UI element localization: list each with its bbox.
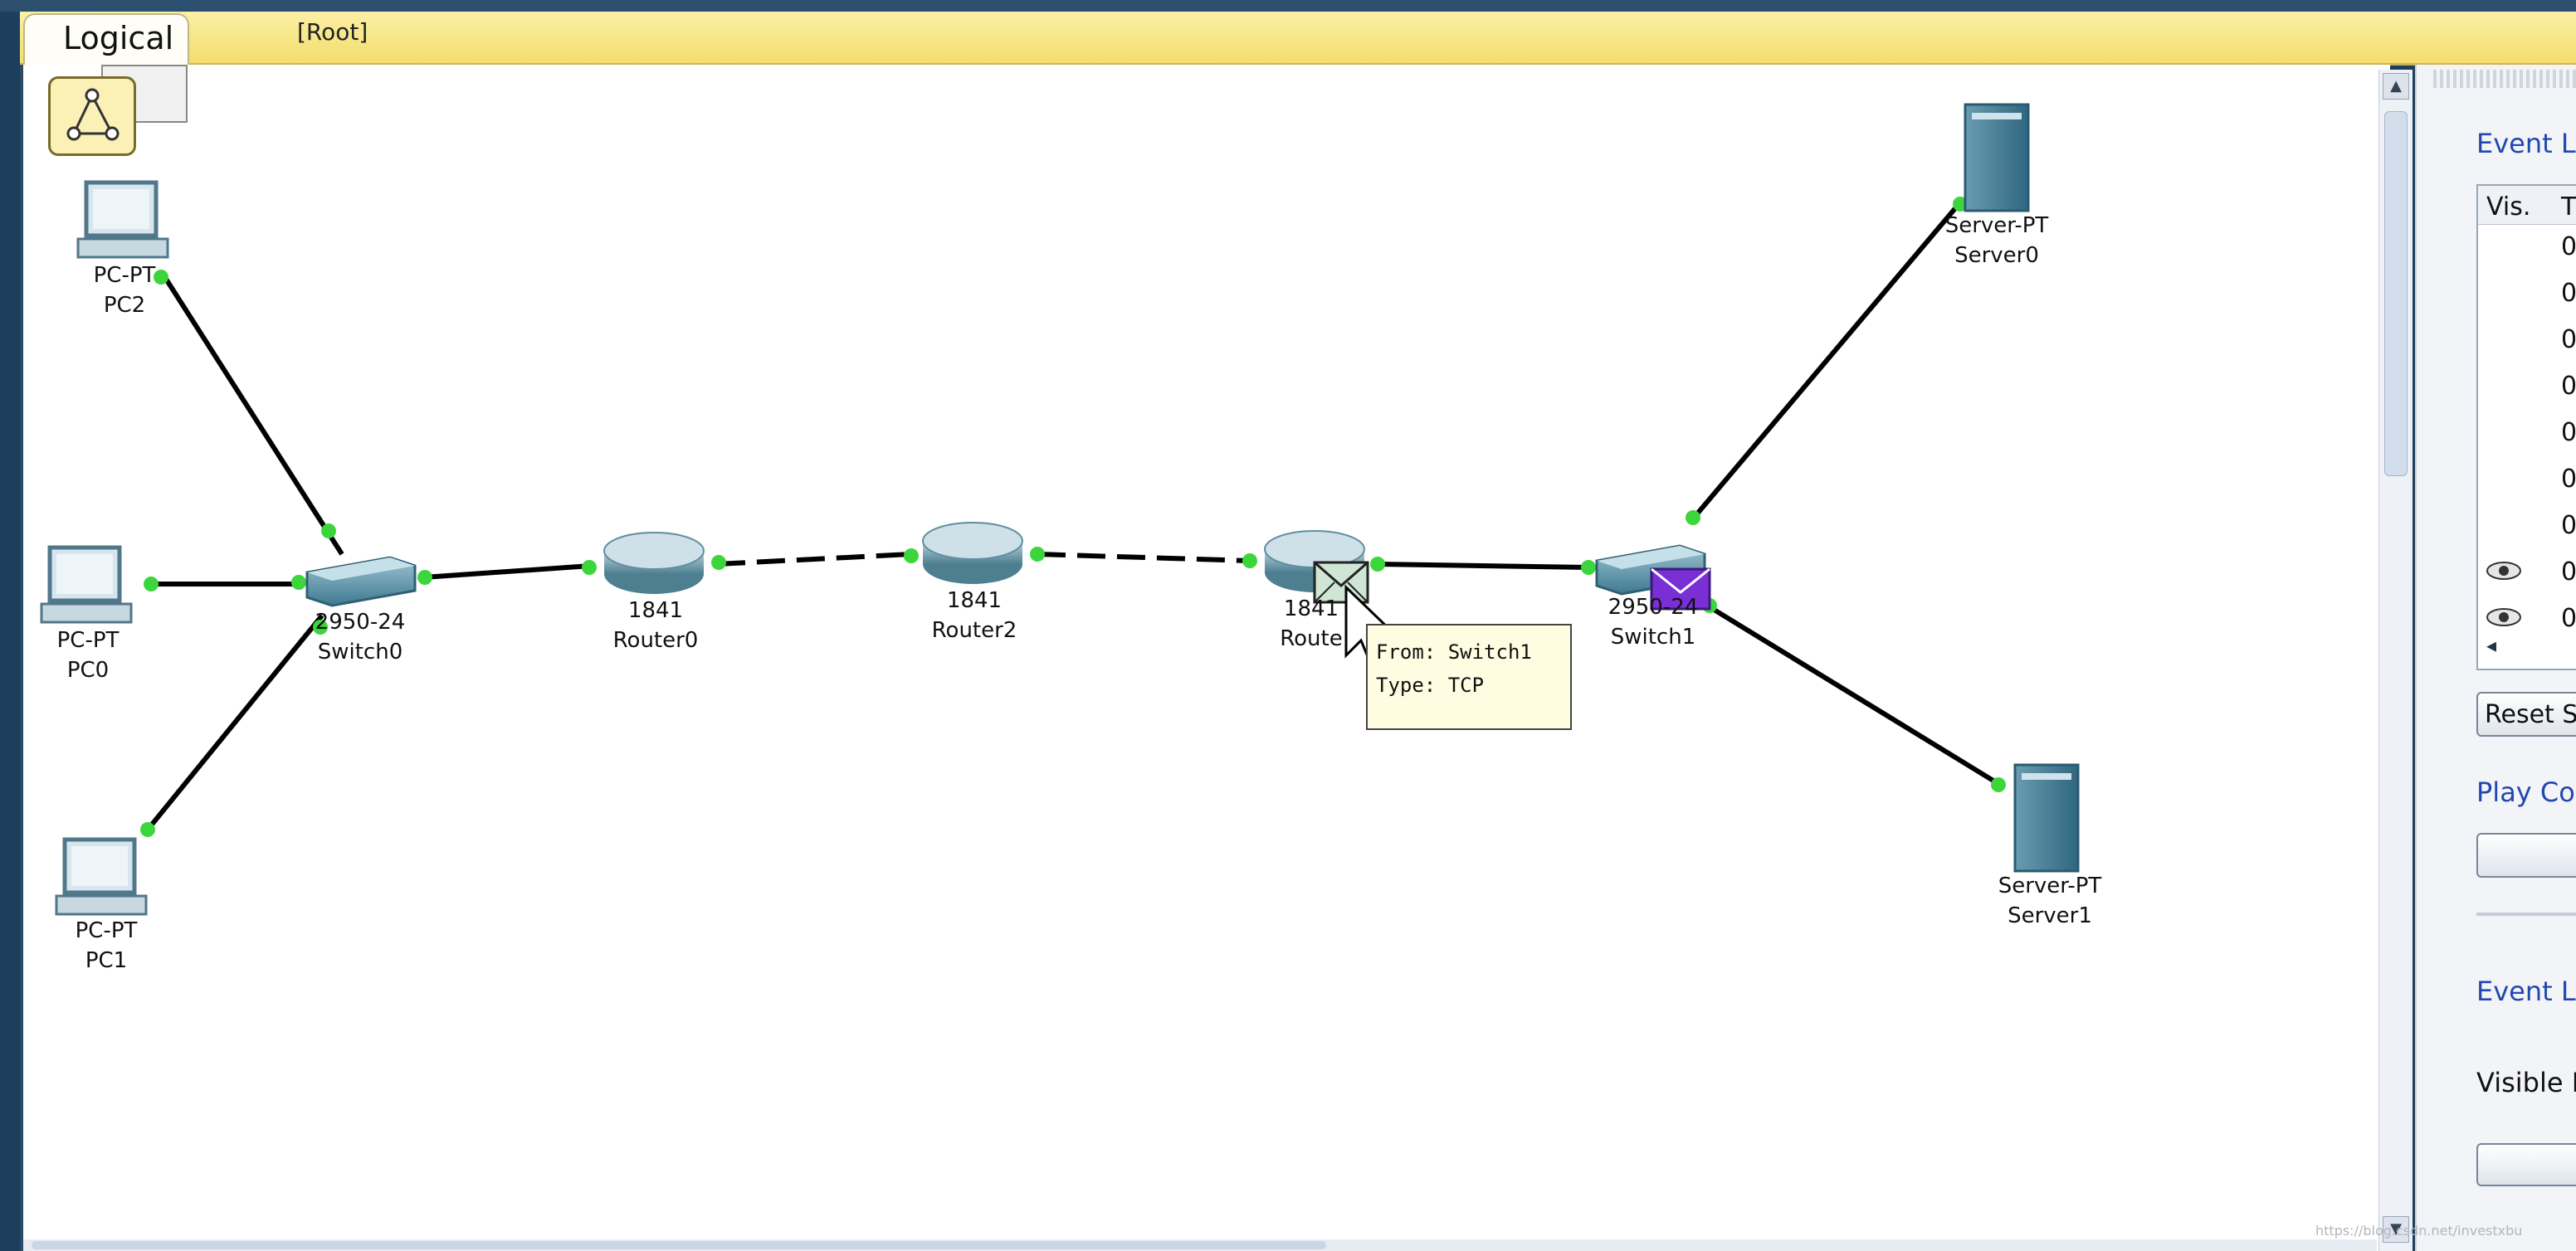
link-router1-switch1[interactable]: [1377, 562, 1591, 570]
play-controls-title: Play Co: [2476, 776, 2575, 808]
pdu-envelope-active-icon[interactable]: [1650, 567, 1711, 611]
server1-device[interactable]: [2013, 763, 2080, 873]
pc0-device[interactable]: [40, 545, 133, 624]
scroll-up-icon[interactable]: ▲: [2383, 73, 2409, 100]
eye-icon[interactable]: [2485, 607, 2523, 627]
workspace-bar: [20, 12, 2576, 66]
event-time: 0: [2561, 511, 2576, 540]
server0-device[interactable]: [1964, 103, 2030, 212]
event-list-title: Event Li: [2476, 128, 2576, 159]
event-row[interactable]: 0: [2478, 456, 2576, 503]
hscroll-thumb[interactable]: [32, 1241, 1326, 1249]
event-time: 0: [2561, 465, 2576, 494]
event-time: 0: [2561, 418, 2576, 447]
eye-icon[interactable]: [2485, 561, 2523, 581]
event-row[interactable]: 0: [2478, 317, 2576, 363]
link-switch0-router0[interactable]: [422, 563, 592, 580]
col-vis[interactable]: Vis.: [2486, 192, 2531, 221]
canvas-horizontal-scrollbar[interactable]: [23, 1239, 2377, 1251]
link-pc1-switch0[interactable]: [145, 614, 324, 831]
event-list-header: Vis. T: [2478, 186, 2576, 225]
event-time: 0: [2561, 279, 2576, 308]
event-row[interactable]: 0: [2478, 503, 2576, 549]
canvas-vertical-scrollbar[interactable]: ▲ ▼: [2378, 70, 2413, 1251]
workspace-canvas[interactable]: [20, 65, 2390, 1251]
event-row[interactable]: 0: [2478, 410, 2576, 456]
event-list-table[interactable]: Vis. T 0 0 0 0 0 0 0 0 0 ◂: [2476, 184, 2576, 670]
edit-filters-button[interactable]: [2476, 1143, 2576, 1186]
pc2-device[interactable]: [76, 180, 169, 259]
tooltip-type: Type: TCP: [1376, 674, 1485, 697]
port-indicators: [140, 197, 2006, 837]
event-list-filters-title: Event Li: [2476, 976, 2576, 1007]
link-router2-router1[interactable]: [1037, 552, 1251, 563]
event-time: 0: [2561, 372, 2576, 401]
logical-view-icon[interactable]: [48, 76, 136, 156]
event-row[interactable]: 0: [2478, 549, 2576, 596]
pdu-envelope-icon[interactable]: [1313, 561, 1369, 604]
tooltip-from: From: Switch1: [1376, 640, 1532, 664]
link-router0-router2[interactable]: [716, 552, 912, 567]
panel-grip[interactable]: [2433, 70, 2576, 88]
router0-device[interactable]: [603, 532, 705, 594]
back-button[interactable]: Ba: [2476, 833, 2576, 878]
link-pc2-switch0[interactable]: [160, 272, 344, 556]
scroll-down-icon[interactable]: ▼: [2383, 1216, 2409, 1243]
root-breadcrumb[interactable]: [Root]: [297, 18, 368, 46]
event-row[interactable]: 0: [2478, 270, 2576, 317]
watermark: https://blog.csdn.net/investxbu: [2315, 1223, 2523, 1239]
event-time: 0: [2561, 557, 2576, 587]
simulation-panel: Event Li Vis. T 0 0 0 0 0 0 0 0 0 ◂ Reset S Play …: [2415, 65, 2576, 1251]
table-scroll-left-icon[interactable]: ◂: [2486, 634, 2497, 657]
link-switch1-server1[interactable]: [1703, 601, 2002, 787]
play-slider[interactable]: [2476, 913, 2576, 916]
visible-events-label: Visible E: [2476, 1067, 2576, 1098]
event-row[interactable]: 0: [2478, 363, 2576, 410]
pdu-tooltip: From: Switch1 Type: TCP: [1366, 624, 1572, 730]
router2-device[interactable]: [922, 522, 1023, 584]
network-topology: [40, 103, 2080, 916]
switch0-device[interactable]: [305, 556, 417, 607]
window-top-strip: [0, 0, 2576, 12]
reset-simulation-button[interactable]: Reset S: [2476, 692, 2576, 737]
event-time: 0: [2561, 325, 2576, 354]
pc1-device[interactable]: [55, 837, 148, 916]
event-row[interactable]: 0: [2478, 596, 2576, 642]
event-time: 0: [2561, 604, 2576, 633]
col-time[interactable]: T: [2561, 192, 2576, 221]
event-row[interactable]: 0: [2478, 224, 2576, 270]
link-switch1-server0[interactable]: [1687, 201, 1963, 524]
event-time: 0: [2561, 232, 2576, 261]
scroll-thumb[interactable]: [2384, 111, 2408, 476]
